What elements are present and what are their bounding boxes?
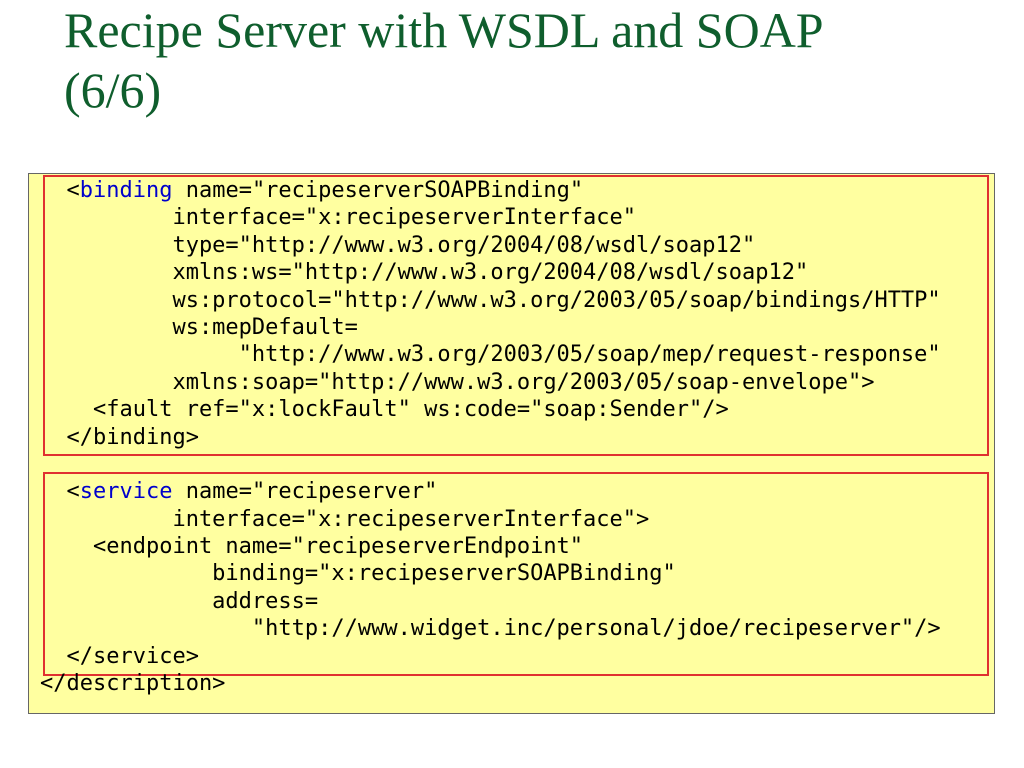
slide-title: Recipe Server with WSDL and SOAP(6/6) xyxy=(64,0,994,120)
code-line: <fault ref="x:lockFault" ws:code="soap:S… xyxy=(40,396,941,423)
code-line: interface="x:recipeserverInterface"> xyxy=(40,506,941,533)
code-block: <binding name="recipeserverSOAPBinding" … xyxy=(40,177,941,697)
code-line-text: ws:mepDefault= xyxy=(40,314,358,340)
code-line-text: type="http://www.w3.org/2004/08/wsdl/soa… xyxy=(40,232,756,258)
code-keyword: service xyxy=(79,479,173,505)
code-line: xmlns:ws="http://www.w3.org/2004/08/wsdl… xyxy=(40,259,941,286)
code-line: address= xyxy=(40,588,941,615)
code-line: </binding> xyxy=(40,424,941,451)
code-panel xyxy=(28,173,995,714)
slide-title-line-1: Recipe Server with WSDL and SOAP xyxy=(64,2,824,58)
code-line: interface="x:recipeserverInterface" xyxy=(40,204,941,231)
code-line: "http://www.w3.org/2003/05/soap/mep/requ… xyxy=(40,341,941,368)
code-line-text: <fault ref="x:lockFault" ws:code="soap:S… xyxy=(40,397,729,423)
code-line-prefix: < xyxy=(40,479,80,505)
code-line: ws:mepDefault= xyxy=(40,314,941,341)
code-line: <binding name="recipeserverSOAPBinding" xyxy=(40,177,941,204)
code-line-prefix: < xyxy=(40,178,80,203)
code-line-text: <endpoint name="recipeserverEndpoint" xyxy=(40,534,584,560)
code-line-text: interface="x:recipeserverInterface" xyxy=(40,205,637,231)
code-line-text: binding="x:recipeserverSOAPBinding" xyxy=(40,561,676,587)
code-line: <service name="recipeserver" xyxy=(40,478,941,505)
code-keyword: binding xyxy=(79,178,173,203)
slide-title-line-2: (6/6) xyxy=(64,62,162,118)
code-line: </service> xyxy=(40,643,941,670)
code-line: binding="x:recipeserverSOAPBinding" xyxy=(40,560,941,587)
code-line-text: </service> xyxy=(40,643,199,669)
code-line-text: ws:protocol="http://www.w3.org/2003/05/s… xyxy=(40,287,941,313)
code-line-text: name="recipeserverSOAPBinding" xyxy=(172,178,584,203)
code-line-text: name="recipeserver" xyxy=(172,479,438,505)
code-line-text: xmlns:soap="http://www.w3.org/2003/05/so… xyxy=(40,369,875,395)
code-line: <endpoint name="recipeserverEndpoint" xyxy=(40,533,941,560)
service-highlight-box xyxy=(43,472,989,676)
code-line-text: address= xyxy=(40,588,319,614)
code-line: "http://www.widget.inc/personal/jdoe/rec… xyxy=(40,615,941,642)
code-line-text: "http://www.w3.org/2003/05/soap/mep/requ… xyxy=(40,342,941,368)
code-line xyxy=(40,451,941,478)
code-line: </description> xyxy=(40,670,941,697)
code-line-text: </description> xyxy=(40,671,226,697)
code-line: ws:protocol="http://www.w3.org/2003/05/s… xyxy=(40,287,941,314)
code-line-text: </binding> xyxy=(40,424,199,450)
code-line: xmlns:soap="http://www.w3.org/2003/05/so… xyxy=(40,369,941,396)
code-line-text: "http://www.widget.inc/personal/jdoe/rec… xyxy=(40,616,941,642)
code-line-text: interface="x:recipeserverInterface"> xyxy=(40,506,650,532)
code-line: type="http://www.w3.org/2004/08/wsdl/soa… xyxy=(40,232,941,259)
binding-highlight-box xyxy=(43,175,989,456)
code-line-text: xmlns:ws="http://www.w3.org/2004/08/wsdl… xyxy=(40,260,809,286)
